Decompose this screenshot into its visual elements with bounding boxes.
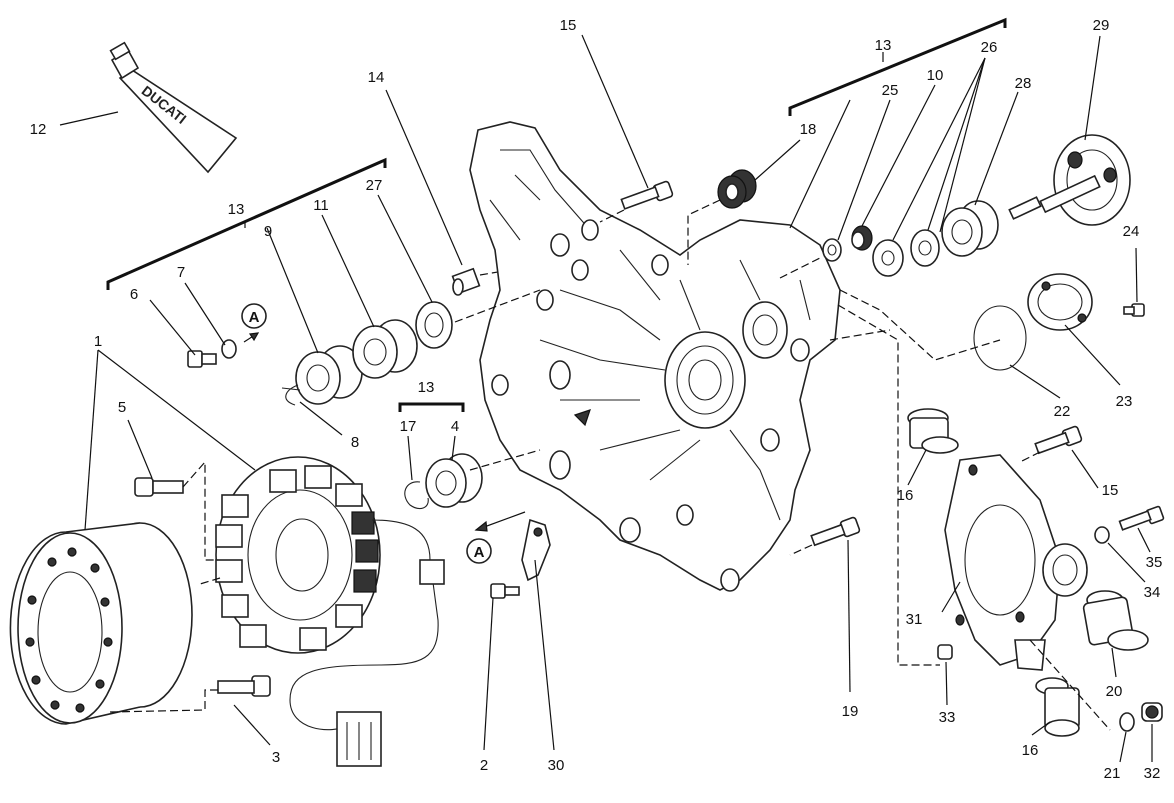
- bolt-15-top: [620, 180, 674, 210]
- callout-14: 14: [368, 69, 385, 86]
- callout-33: 33: [939, 709, 956, 726]
- callout-16-bottom: 16: [1022, 742, 1039, 759]
- reference-marker-a-label: A: [249, 309, 260, 326]
- small-screw: [187, 350, 203, 368]
- callout-15-right: 15: [1102, 482, 1119, 499]
- crankcase-cover: [469, 121, 841, 592]
- bushing-10: [851, 225, 873, 251]
- bracket-30: [521, 518, 551, 582]
- dowel-14: [451, 267, 481, 296]
- pump-housing-31: [944, 454, 1088, 671]
- callout-31: 31: [906, 611, 923, 628]
- callout-17: 17: [400, 418, 417, 435]
- callout-23: 23: [1116, 393, 1133, 410]
- bearing-9: [295, 345, 363, 405]
- callout-15-top: 15: [560, 17, 577, 34]
- screw-35: [1118, 505, 1165, 531]
- callout-8: 8: [351, 434, 359, 451]
- callout-30: 30: [548, 757, 565, 774]
- bolt-15-right: [1034, 425, 1083, 455]
- screw-2: [490, 583, 520, 599]
- callout-32: 32: [1144, 765, 1161, 782]
- o-ring-22: [973, 305, 1027, 371]
- screw-24: [1123, 303, 1145, 317]
- callout-26: 26: [981, 39, 998, 56]
- seal-18: [717, 169, 757, 209]
- screw-19: [810, 516, 861, 547]
- washer-27: [415, 301, 453, 349]
- water-pump-impeller: [1008, 134, 1131, 226]
- hose-16-top: [907, 408, 959, 454]
- callout-35: 35: [1146, 554, 1163, 571]
- callout-25: 25: [882, 82, 899, 99]
- callout-16-top: 16: [897, 487, 914, 504]
- callout-10: 10: [927, 67, 944, 84]
- stator-screw: [134, 477, 184, 497]
- callout-labels: 1 2 3 4 5 6 7 8 9 10 11 12 13 13 13 14 1…: [30, 17, 1163, 782]
- callout-13-middle: 13: [418, 379, 435, 396]
- plug-33: [937, 644, 953, 660]
- bearing-11: [352, 319, 418, 379]
- rotor-screw: [217, 675, 271, 697]
- callout-13-left: 13: [228, 201, 245, 218]
- bearing-4: [425, 453, 483, 508]
- washer-21: [1119, 712, 1135, 732]
- callout-24: 24: [1123, 223, 1140, 240]
- washer-34: [1094, 526, 1110, 544]
- circlip-17: [404, 481, 429, 510]
- callout-18: 18: [800, 121, 817, 138]
- callout-13-right: 13: [875, 37, 892, 54]
- seal-28: [941, 200, 999, 257]
- washer-26a: [872, 239, 904, 277]
- callout-12: 12: [30, 121, 47, 138]
- callout-6: 6: [130, 286, 138, 303]
- washer: [221, 339, 237, 359]
- callout-3: 3: [272, 749, 280, 766]
- callout-11: 11: [313, 197, 329, 214]
- reference-marker-a-lower-label: A: [474, 544, 485, 561]
- callout-5: 5: [118, 399, 126, 416]
- callout-34: 34: [1144, 584, 1161, 601]
- stator: [215, 456, 445, 767]
- hose-16-bottom: [1035, 677, 1080, 737]
- grease-tube: DUCATI: [109, 41, 238, 174]
- callout-20: 20: [1106, 683, 1123, 700]
- pump-cover-23: [1027, 273, 1093, 331]
- callout-9: 9: [264, 223, 272, 240]
- callout-27: 27: [366, 177, 383, 194]
- circlip-8: [281, 384, 301, 406]
- rotor: [9, 522, 193, 725]
- washer-26b: [910, 229, 940, 267]
- callout-7: 7: [177, 264, 185, 281]
- fitting-20: [1082, 590, 1149, 651]
- callout-1: 1: [94, 333, 102, 350]
- callout-21: 21: [1104, 765, 1121, 782]
- callout-4: 4: [451, 418, 459, 435]
- ring-25: [822, 238, 842, 262]
- reference-marker-a: [241, 303, 267, 329]
- callout-19: 19: [842, 703, 859, 720]
- callout-29: 29: [1093, 17, 1110, 34]
- callout-28: 28: [1015, 75, 1032, 92]
- callout-22: 22: [1054, 403, 1071, 420]
- callout-2: 2: [480, 757, 488, 774]
- plug-32: [1141, 702, 1163, 722]
